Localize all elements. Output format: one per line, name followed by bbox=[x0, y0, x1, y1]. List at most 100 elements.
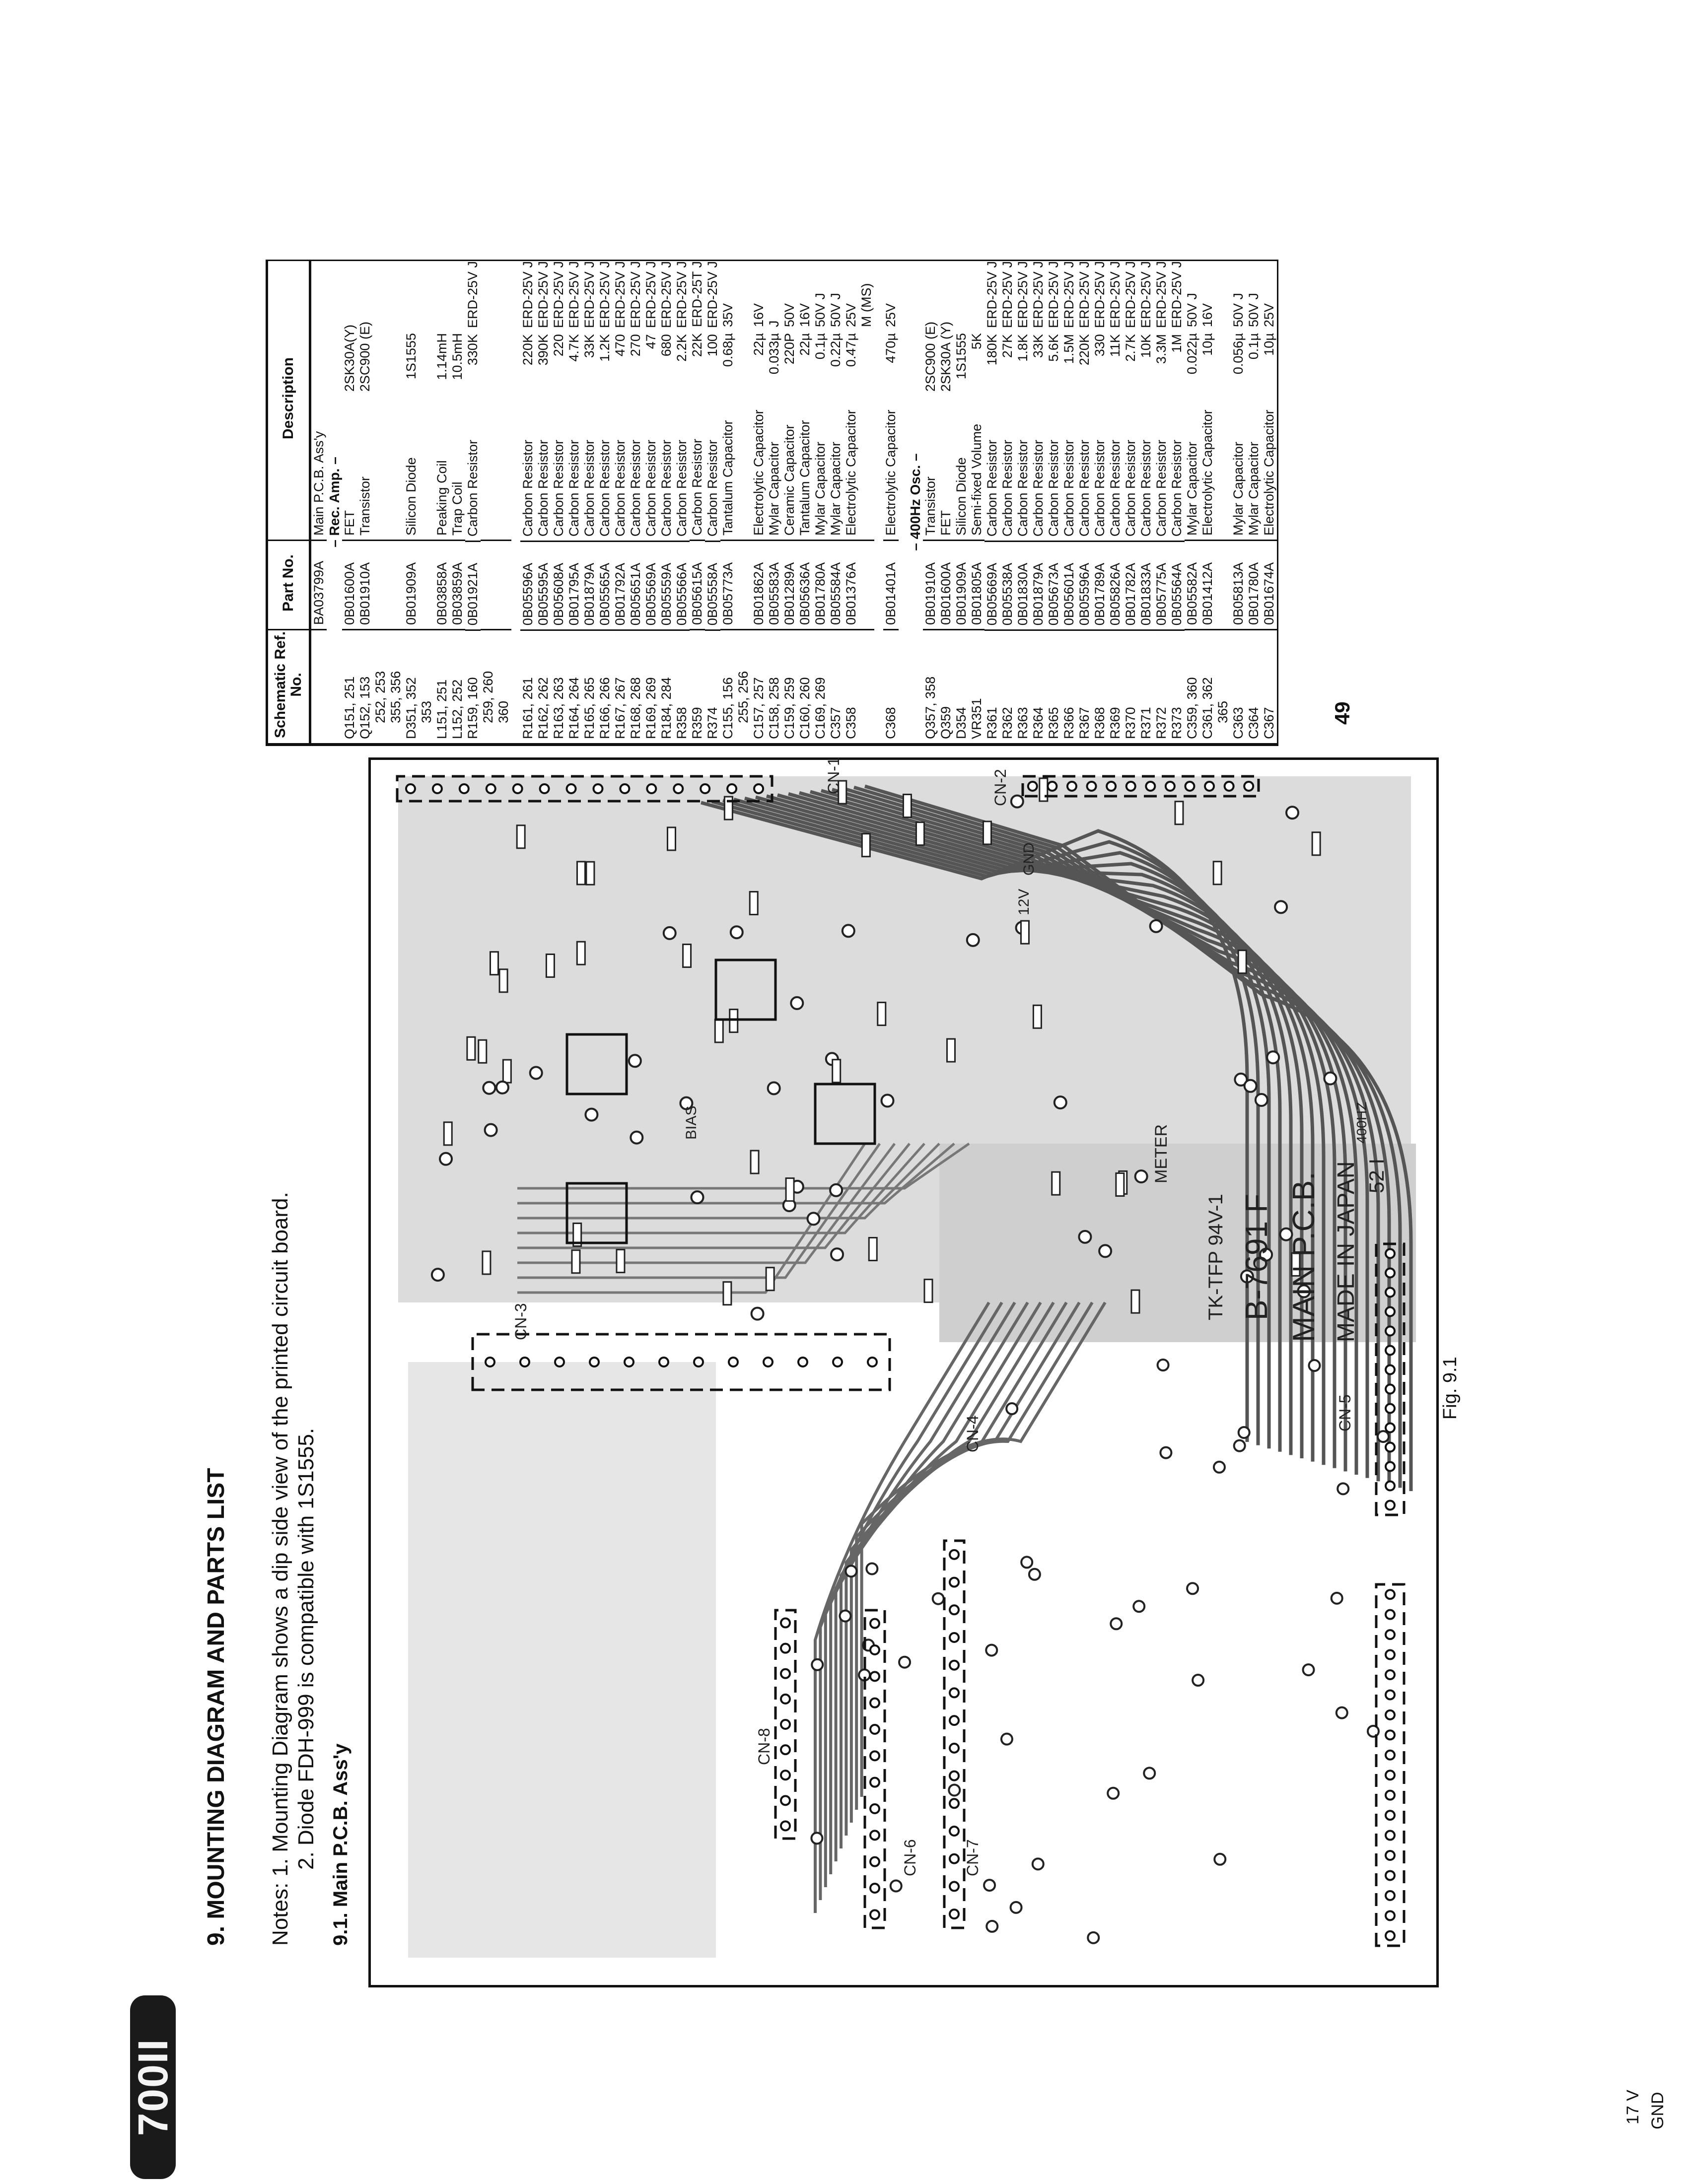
description-name bbox=[1215, 392, 1231, 536]
connector-pin bbox=[949, 1576, 960, 1588]
description-spec bbox=[938, 327, 954, 333]
description-value: 27K bbox=[1000, 334, 1015, 358]
solder-pad bbox=[931, 1592, 945, 1605]
connector-pin bbox=[869, 1644, 880, 1655]
solder-pad bbox=[662, 926, 677, 940]
description-name: Carbon Resistor bbox=[566, 439, 581, 537]
description-spec: ERD-25V J bbox=[582, 261, 597, 329]
part-no-cell: 0B05596A bbox=[520, 541, 536, 630]
resistor-symbol bbox=[616, 1249, 626, 1274]
description-name bbox=[388, 392, 404, 536]
part-no-cell: 0B01376A bbox=[844, 540, 859, 629]
part-no-cell bbox=[496, 540, 511, 629]
connector-pin bbox=[431, 783, 443, 794]
description-spec: ERD-25V J bbox=[1031, 261, 1046, 329]
resistor-symbol bbox=[666, 826, 676, 851]
note-2: 2. Diode FDH-999 is compatible with 1S15… bbox=[294, 1428, 318, 1870]
connector-pin bbox=[949, 1659, 960, 1671]
description-spec bbox=[969, 327, 985, 333]
resistor-symbol bbox=[490, 951, 499, 976]
description-value: 0.68µ bbox=[720, 333, 735, 367]
description-spec: ERD-25V J bbox=[1092, 261, 1107, 329]
description-spec: 16V bbox=[797, 303, 812, 327]
description-name: Tantalum Capacitor bbox=[720, 420, 735, 536]
table-gap bbox=[874, 261, 883, 743]
description-value: 330 bbox=[1092, 334, 1107, 357]
resistor-symbol bbox=[545, 954, 555, 978]
solder-pad bbox=[985, 1643, 998, 1657]
connector-strip bbox=[1375, 1242, 1406, 1516]
connector-pin bbox=[780, 1719, 791, 1730]
connector-pin bbox=[869, 1830, 880, 1841]
description-cell bbox=[1215, 261, 1231, 540]
part-no-cell: 0B05615A bbox=[690, 540, 705, 629]
pcb-12v-label: 12V bbox=[1016, 889, 1032, 915]
ref-no-cell: R166, 266 bbox=[597, 629, 613, 743]
part-no-cell bbox=[388, 540, 404, 629]
resistor-symbol bbox=[749, 891, 759, 916]
description-name: Semi-fixed Volume bbox=[969, 423, 984, 536]
description-spec: 35V bbox=[720, 303, 735, 327]
ref-no-cell: R163, 263 bbox=[551, 629, 566, 743]
part-no-cell: 0B01862A bbox=[751, 540, 767, 629]
part-no-cell: 0B05558A bbox=[705, 541, 720, 630]
section-label: – 400Hz Osc. – bbox=[908, 453, 923, 551]
solder-pad bbox=[1028, 1568, 1041, 1581]
solder-pad bbox=[1107, 1786, 1120, 1800]
description-spec: ERD-25V J bbox=[613, 261, 628, 329]
solder-pad bbox=[1285, 806, 1300, 820]
connector-pin bbox=[1385, 1383, 1396, 1395]
coil-component bbox=[814, 1083, 876, 1145]
solder-pad bbox=[839, 1609, 852, 1623]
description-value: 2.2K bbox=[674, 334, 689, 362]
part-no-cell: 0B03859A bbox=[450, 540, 465, 629]
part-no-cell: 0B05584A bbox=[828, 540, 844, 629]
resistor-symbol bbox=[729, 1009, 739, 1033]
solder-pad bbox=[679, 1096, 694, 1110]
part-no-cell: 0B05773A bbox=[720, 540, 736, 629]
pcb-name-label: MAIN P.C.B. bbox=[1287, 1172, 1321, 1342]
description-value bbox=[496, 333, 511, 392]
connector-pin bbox=[1086, 781, 1097, 792]
solder-pad bbox=[1259, 1247, 1273, 1262]
connector-pin bbox=[869, 1697, 880, 1708]
ref-no-cell: R161, 261 bbox=[520, 629, 536, 743]
resistor-symbol bbox=[466, 1036, 476, 1061]
description-value: 220K bbox=[520, 334, 535, 366]
description-spec: 50V J bbox=[1231, 292, 1246, 327]
description-spec: ERD-25V J bbox=[1108, 261, 1123, 329]
resistor-symbol bbox=[1237, 950, 1247, 974]
resistor-symbol bbox=[838, 780, 847, 805]
part-no-cell: 0B01780A bbox=[1246, 540, 1262, 629]
description-value bbox=[859, 333, 874, 392]
connector-label-cn8: CN-8 bbox=[755, 1728, 773, 1765]
description-value: 220P bbox=[782, 333, 797, 365]
connector-pin bbox=[949, 1715, 960, 1726]
description-name bbox=[419, 392, 434, 536]
connector-pin bbox=[949, 1632, 960, 1643]
ref-no-cell: 353 bbox=[419, 629, 434, 743]
table-header: Schematic Ref. No. Part No. Description bbox=[268, 261, 311, 743]
description-spec: 50V J bbox=[1246, 292, 1261, 327]
connector-label-cn5: CN-5 bbox=[1336, 1394, 1354, 1432]
description-spec: ERD-25V J bbox=[1046, 261, 1061, 329]
connector-pin bbox=[780, 1770, 791, 1781]
